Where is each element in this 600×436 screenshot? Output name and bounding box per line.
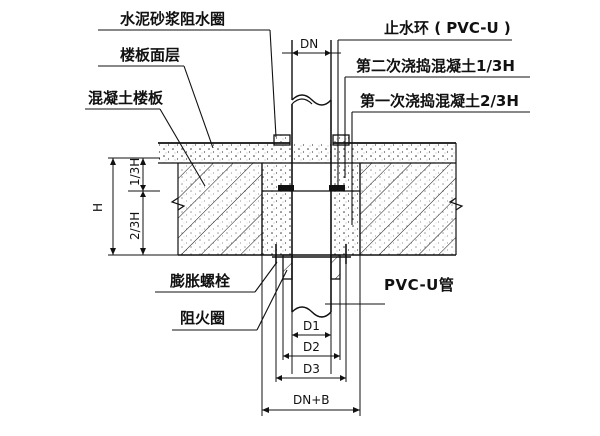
floor-surface-label: 楼板面层: [120, 46, 180, 64]
height-dimensions: H 1/3H 2/3H: [91, 157, 178, 256]
first-pour-label: 第一次浇捣混凝土2/3H: [360, 92, 519, 110]
expansion-bolt-label: 膨胀螺栓: [170, 272, 230, 290]
d3-label: D3: [303, 362, 320, 376]
slab-break-marks: [170, 197, 464, 211]
d1-label: D1: [303, 319, 320, 333]
one-third-h-label: 1/3H: [128, 158, 142, 186]
dn-b-label: DN+B: [293, 393, 330, 407]
concrete-slab-right: [359, 143, 457, 255]
d2-label: D2: [303, 340, 320, 354]
floor-surface-layer: [158, 142, 456, 164]
bottom-dimensions: D1 D2 D3 DN+B: [261, 255, 361, 416]
two-third-h-label: 2/3H: [128, 212, 142, 240]
h-label: H: [91, 203, 105, 212]
waterstop-mortar-ring-label: 水泥砂浆阻水圈: [120, 10, 225, 28]
waterstop-ring-label: 止水环 ( PVC-U ): [384, 19, 511, 37]
fire-stop-collar: [272, 244, 351, 280]
mortar-waterstop-collar: [273, 134, 350, 146]
right-leaders: [325, 39, 530, 305]
left-leaders: [85, 29, 288, 331]
second-pour-label: 第二次浇捣混凝土1/3H: [356, 57, 515, 75]
dn-top-dimension: DN: [282, 37, 341, 58]
concrete-slab-left: [177, 163, 263, 255]
dn-top-label: DN: [300, 37, 318, 51]
concrete-slab-label: 混凝土楼板: [88, 89, 164, 107]
fire-ring-label: 阻火圈: [180, 309, 225, 327]
pvc-waterstop-ring: [278, 185, 345, 191]
pvc-u-pipe: [291, 40, 332, 318]
pvc-pipe-label: PVC-U管: [384, 276, 454, 294]
